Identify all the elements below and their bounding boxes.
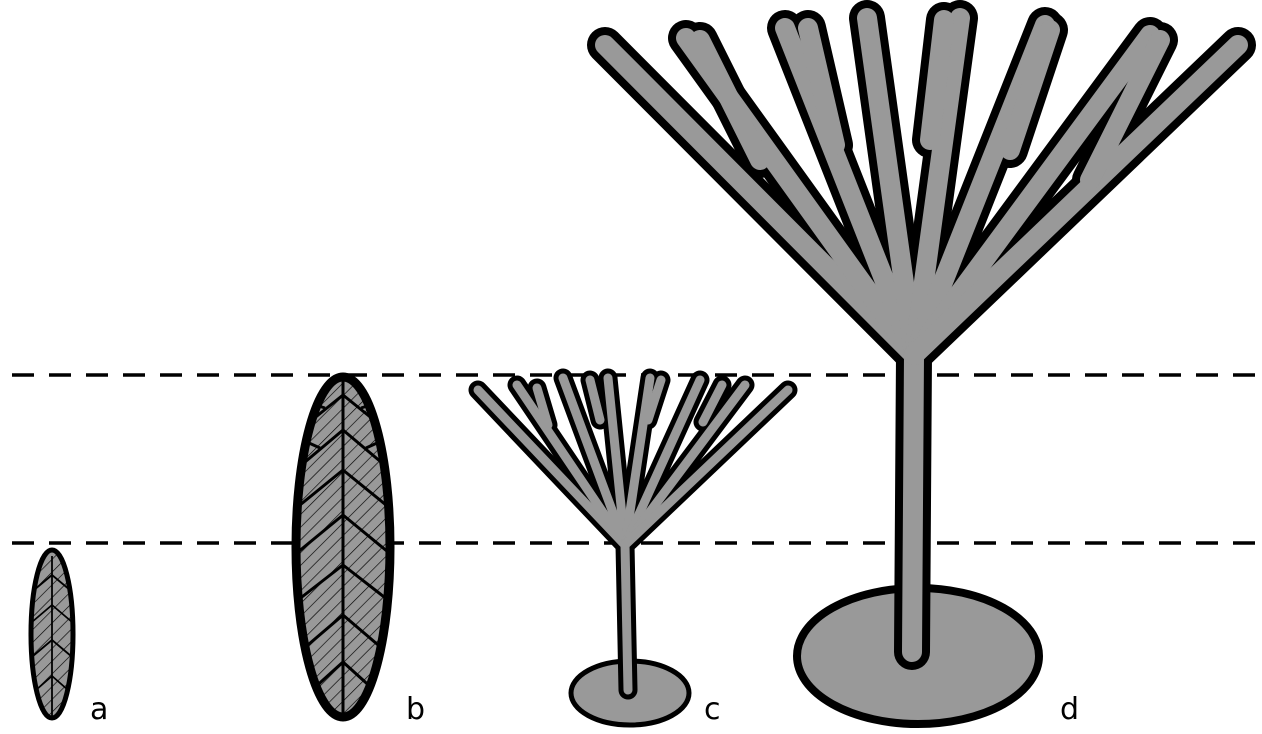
panel-label-a: a	[90, 692, 108, 727]
stage-c-structure	[478, 378, 788, 725]
panel-label-d: d	[1060, 692, 1079, 727]
stage-a-structure	[31, 550, 73, 718]
panel-label-c: c	[704, 692, 721, 727]
stage-b-structure	[296, 377, 390, 718]
panel-label-b: b	[406, 692, 425, 727]
